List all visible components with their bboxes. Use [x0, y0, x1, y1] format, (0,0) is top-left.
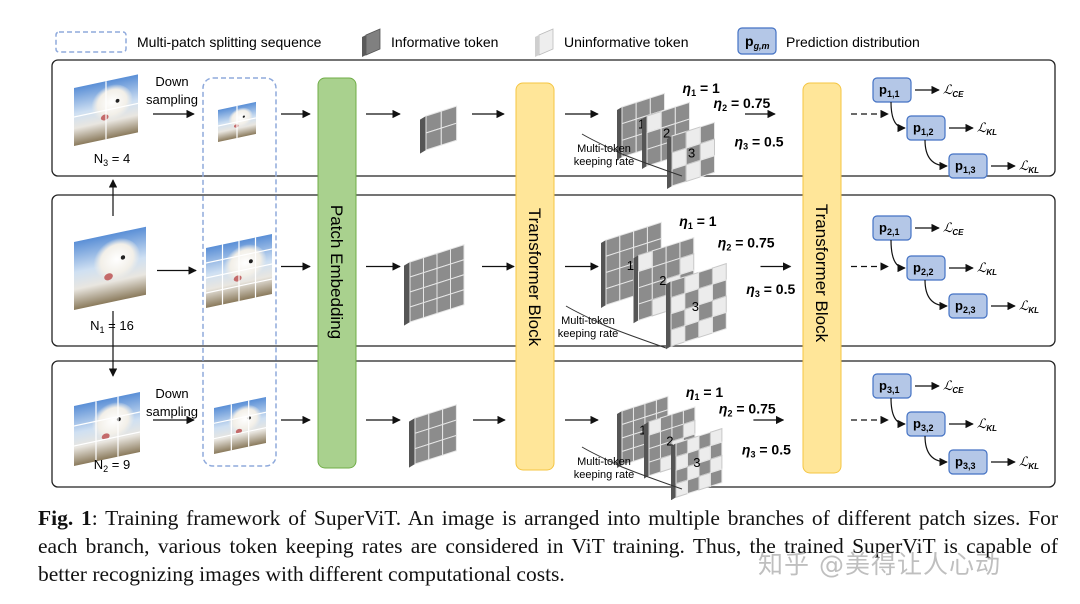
legend-uninformative-label: Uninformative token: [564, 34, 689, 50]
branch-n2-split-image: [214, 396, 266, 454]
branch-n1-input-image: [74, 226, 146, 310]
branch-n3-pred-label-1: p1,1: [879, 82, 899, 99]
branch-n3-stack-label-2: 2: [663, 126, 670, 141]
branch-n3-token-slab: [420, 105, 458, 154]
branch-n1-pred-label-3: p2,3: [955, 298, 975, 315]
branch-n2-down-label-1: Down: [155, 386, 188, 401]
patch-embedding-label: Patch Embedding: [327, 205, 346, 339]
legend-prediction-symbol: pg,m: [745, 33, 770, 51]
branch-n3-down-label-2: sampling: [146, 92, 198, 107]
branch-n1-keeping-label-1: Multi-token: [561, 315, 615, 327]
branch-n3-pred-label-2: p1,2: [913, 120, 933, 137]
branch-n2-pred-label-2: p3,2: [913, 416, 933, 433]
branch-n2-eta-1: η1 = 1: [686, 384, 724, 402]
transformer-block-1-label: Transformer Block: [525, 208, 544, 347]
branch-n2-pred-label-3: p3,3: [955, 454, 975, 471]
branch-n1-arrow-pred-1-2: [890, 239, 906, 273]
branch-n3-keeping-label-1: Multi-token: [577, 143, 631, 155]
branch-n2-pred-box-1: [872, 373, 912, 399]
legend-splitting-label: Multi-patch splitting sequence: [137, 34, 322, 50]
transformer-block-2-label: Transformer Block: [812, 204, 831, 343]
branch-n2-token-slab: [409, 404, 457, 468]
branch-n3-loss-label-2: ℒKL: [977, 120, 997, 137]
branch-n2-eta-3: η3 = 0.5: [742, 441, 791, 459]
branch-n1-keeping-label-2: keeping rate: [558, 328, 619, 340]
branch-n1-stack-label-1: 1: [627, 258, 634, 273]
branch-n1-pred-box-3: [948, 293, 988, 319]
branch-n3-n-label: N3 = 4: [94, 151, 130, 168]
branch-n3-loss-label-1: ℒCE: [943, 82, 964, 99]
legend-informative-label: Informative token: [391, 34, 498, 50]
legend-uninformative-token-icon: [535, 28, 554, 57]
branch-n1-pred-label-2: p2,2: [913, 260, 933, 277]
branch-n1-pred-box-2: [906, 255, 946, 281]
branch-n2-loss-label-1: ℒCE: [943, 378, 964, 395]
branch-n3-pred-label-3: p1,3: [955, 158, 975, 175]
transformer-block-1: Transformer Block: [515, 82, 555, 471]
legend-prediction-swatch: [737, 27, 777, 55]
branch-n3-keeping-brace: [581, 133, 683, 177]
branch-n1-eta-3: η3 = 0.5: [746, 281, 795, 299]
branch-n3-arrow-pred-2-3: [924, 139, 948, 171]
caption-text: : Training framework of SuperViT. An ima…: [38, 506, 1059, 586]
branch-n1-loss-label-3: ℒKL: [1019, 298, 1039, 315]
branch-n1-loss-label-1: ℒCE: [943, 220, 964, 237]
branch-n1-stack-label-2: 2: [659, 273, 666, 288]
branch-n1-pred-box-1: [872, 215, 912, 241]
branch-n2-loss-label-3: ℒKL: [1019, 454, 1039, 471]
branch-n1-stack-slab-3: [666, 262, 727, 350]
branch-n3-stack-label-3: 3: [688, 146, 695, 161]
framework-diagram: Multi-patch splitting sequence Informati…: [51, 27, 1056, 500]
multi-patch-splitting-box: [202, 77, 277, 467]
branch-n3-arrow-pred-1-2: [890, 101, 906, 133]
branch-n2-eta-2: η2 = 0.75: [719, 401, 776, 419]
figure-caption: Fig. 1: Training framework of SuperViT. …: [38, 504, 1058, 588]
branch-n1-pred-label-1: p2,1: [879, 220, 899, 237]
branch-n3-eta-3: η3 = 0.5: [735, 134, 784, 152]
branch-n1-token-slab: [404, 244, 465, 326]
branch-n1-arrow-pred-2-3: [924, 279, 948, 311]
branch-n1-n-label: N1 = 16: [90, 318, 134, 335]
branch-n2-arrow-pred-1-2: [890, 397, 906, 429]
branch-n2-stack-label-2: 2: [666, 433, 673, 448]
branch-n3-input-image: [74, 74, 138, 146]
patch-embedding-block: Patch Embedding: [317, 77, 357, 469]
branch-n3-down-label-1: Down: [155, 74, 188, 89]
branch-n3-pred-box-2: [906, 115, 946, 141]
branch-n1-stack-label-3: 3: [692, 299, 699, 314]
caption-label: Fig. 1: [38, 506, 92, 530]
branch-n3-keeping-label-2: keeping rate: [574, 156, 635, 168]
legend-informative-token-icon: [362, 28, 381, 57]
legend-prediction-label: Prediction distribution: [786, 34, 920, 50]
branch-n3-eta-1: η1 = 1: [683, 80, 721, 98]
branch-n3-pred-box-1: [872, 77, 912, 103]
branch-n2-pred-label-1: p3,1: [879, 378, 899, 395]
branch-n2-pred-box-2: [906, 411, 946, 437]
legend-dashed-swatch: [55, 31, 127, 53]
branch-n3-pred-box-3: [948, 153, 988, 179]
branch-n2-pred-box-3: [948, 449, 988, 475]
branch-n2-loss-label-2: ℒKL: [977, 416, 997, 433]
branch-n1-eta-1: η1 = 1: [679, 213, 717, 231]
branch-n2-down-label-2: sampling: [146, 404, 198, 419]
legend: Multi-patch splitting sequence Informati…: [55, 27, 920, 57]
branch-n2-stack-label-3: 3: [693, 455, 700, 470]
branch-n1-eta-2: η2 = 0.75: [718, 234, 775, 252]
transformer-block-2: Transformer Block: [802, 82, 842, 474]
branch-n2-n-label: N2 = 9: [94, 457, 130, 474]
branch-n2-arrow-pred-2-3: [924, 435, 948, 467]
branch-n1-keeping-brace: [565, 305, 667, 349]
branch-n1-loss-label-2: ℒKL: [977, 260, 997, 277]
watermark: 知乎 @美得让人心动: [758, 550, 1001, 579]
branch-n2-input-image: [74, 391, 140, 466]
branch-n1-split-image: [206, 233, 272, 308]
branch-n2-stack-label-1: 1: [639, 423, 646, 438]
branch-n2-keeping-label-2: keeping rate: [574, 469, 635, 481]
branch-n2-keeping-brace: [581, 446, 683, 490]
branch-n3-split-image: [218, 101, 256, 142]
branch-n2-keeping-label-1: Multi-token: [577, 456, 631, 468]
branch-n3-eta-2: η2 = 0.75: [714, 95, 771, 113]
branch-n3-loss-label-3: ℒKL: [1019, 158, 1039, 175]
branch-n3-stack-label-1: 1: [638, 117, 645, 132]
